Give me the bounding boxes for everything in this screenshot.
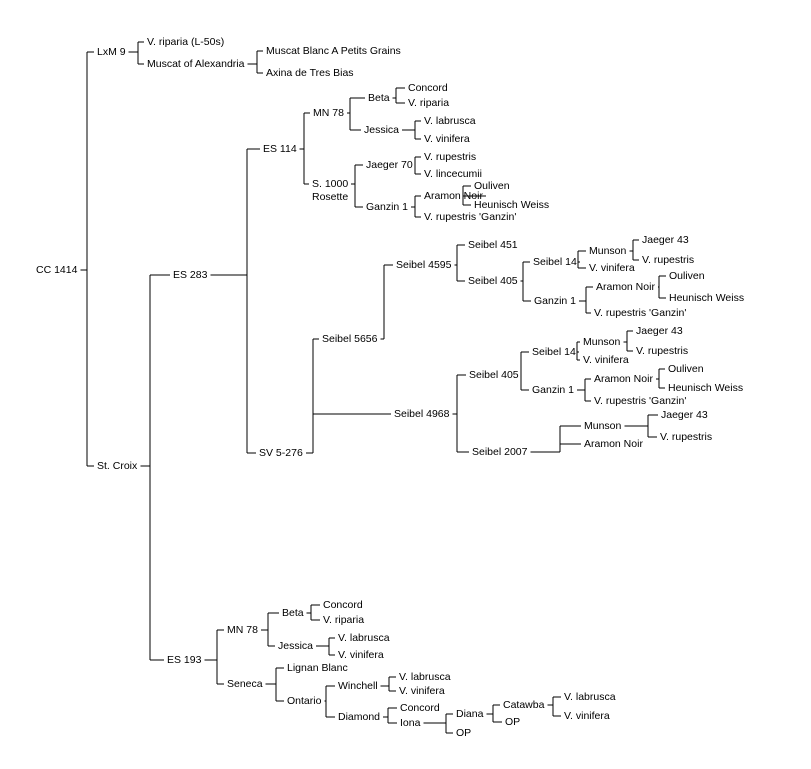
node-v-rupestris: V. rupestris — [424, 151, 476, 163]
node-catawba: Catawba — [503, 699, 545, 711]
node-munson: Munson — [589, 245, 627, 257]
node-seibel-405: Seibel 405 — [469, 369, 519, 381]
node-v-rupestris-ganzin: V. rupestris 'Ganzin' — [424, 211, 516, 223]
node-munson: Munson — [583, 336, 621, 348]
node-op: OP — [456, 727, 471, 739]
node-aramon-noir: Aramon Noir — [424, 190, 483, 202]
node-seibel-5656: Seibel 5656 — [322, 333, 378, 345]
node-beta: Beta — [282, 607, 304, 619]
node-v-vinifera: V. vinifera — [564, 710, 610, 722]
node-concord: Concord — [400, 702, 440, 714]
node-v-rupestris: V. rupestris — [660, 431, 712, 443]
node-muscat-blanc-a-petits-grains: Muscat Blanc A Petits Grains — [266, 45, 401, 57]
tree-nodes: CC 1414 LxM 9 V. riparia (L-50s) Muscat of … — [36, 36, 744, 739]
node-jaeger-43: Jaeger 43 — [642, 234, 689, 246]
node-mn-78: MN 78 — [313, 107, 344, 119]
node-jaeger-43: Jaeger 43 — [636, 325, 683, 337]
node-ouliven: Ouliven — [668, 363, 704, 375]
tree-connectors — [80, 41, 666, 734]
node-v-lincecumii: V. lincecumii — [424, 168, 482, 180]
node-v-labrusca: V. labrusca — [399, 671, 451, 683]
node-cc-1414: CC 1414 — [36, 264, 78, 276]
node-rosette: Rosette — [312, 191, 348, 203]
node-heunisch-weiss: Heunisch Weiss — [668, 382, 743, 394]
node-iona: Iona — [400, 717, 421, 729]
node-diana: Diana — [456, 708, 484, 720]
node-v-rupestris-ganzin: V. rupestris 'Ganzin' — [594, 395, 686, 407]
node-heunisch-weiss: Heunisch Weiss — [669, 292, 744, 304]
node-v-labrusca: V. labrusca — [564, 691, 616, 703]
node-ganzin-1: Ganzin 1 — [366, 201, 408, 213]
node-op: OP — [505, 716, 520, 728]
node-seibel-4968: Seibel 4968 — [394, 408, 450, 420]
node-seibel-405: Seibel 405 — [468, 275, 518, 287]
node-seibel-451: Seibel 451 — [468, 239, 518, 251]
node-s-1000: S. 1000 — [312, 178, 348, 190]
node-es-114: ES 114 — [263, 143, 297, 155]
node-concord: Concord — [408, 82, 448, 94]
node-mn-78: MN 78 — [227, 624, 258, 636]
node-v-vinifera: V. vinifera — [338, 649, 384, 661]
node-es-283: ES 283 — [173, 269, 208, 281]
node-seibel-14: Seibel 14 — [532, 346, 576, 358]
node-seneca: Seneca — [227, 678, 263, 690]
node-sv-5-276: SV 5-276 — [259, 447, 303, 459]
node-aramon-noir: Aramon Noir — [584, 438, 643, 450]
node-v-rupestris: V. rupestris — [636, 345, 688, 357]
node-beta: Beta — [368, 92, 390, 104]
node-v-riparia-l-50s: V. riparia (L-50s) — [147, 36, 224, 48]
node-axina-de-tres-bias: Axina de Tres Bias — [266, 67, 354, 79]
node-jessica: Jessica — [364, 124, 399, 136]
node-concord: Concord — [323, 599, 363, 611]
node-heunisch-weiss: Heunisch Weiss — [474, 199, 549, 211]
node-ontario: Ontario — [287, 695, 322, 707]
node-v-labrusca: V. labrusca — [424, 115, 476, 127]
node-ganzin-1: Ganzin 1 — [534, 295, 576, 307]
node-v-vinifera: V. vinifera — [583, 354, 629, 366]
node-diamond: Diamond — [338, 711, 380, 723]
node-munson: Munson — [584, 420, 622, 432]
node-v-vinifera: V. vinifera — [399, 685, 445, 697]
node-winchell: Winchell — [338, 680, 378, 692]
node-v-rupestris-ganzin: V. rupestris 'Ganzin' — [594, 307, 686, 319]
node-aramon-noir: Aramon Noir — [594, 373, 653, 385]
node-seibel-4595: Seibel 4595 — [396, 259, 452, 271]
node-v-rupestris: V. rupestris — [642, 254, 694, 266]
node-v-riparia: V. riparia — [323, 614, 364, 626]
node-v-labrusca: V. labrusca — [338, 632, 390, 644]
node-ouliven: Ouliven — [474, 180, 510, 192]
node-seibel-14: Seibel 14 — [533, 256, 577, 268]
node-muscat-of-alexandria: Muscat of Alexandria — [147, 58, 245, 70]
node-v-vinifera: V. vinifera — [424, 133, 470, 145]
node-jessica: Jessica — [278, 640, 313, 652]
node-aramon-noir: Aramon Noir — [596, 281, 655, 293]
node-ganzin-1: Ganzin 1 — [532, 384, 574, 396]
node-es-193: ES 193 — [167, 654, 202, 666]
node-jaeger-43: Jaeger 43 — [661, 409, 708, 421]
node-seibel-2007: Seibel 2007 — [472, 446, 528, 458]
node-lxm-9: LxM 9 — [97, 46, 126, 58]
node-jaeger-70: Jaeger 70 — [366, 159, 413, 171]
node-v-vinifera: V. vinifera — [589, 262, 635, 274]
node-lignan-blanc: Lignan Blanc — [287, 662, 348, 674]
node-v-riparia: V. riparia — [408, 97, 449, 109]
node-ouliven: Ouliven — [669, 270, 705, 282]
node-st-croix: St. Croix — [97, 460, 138, 472]
